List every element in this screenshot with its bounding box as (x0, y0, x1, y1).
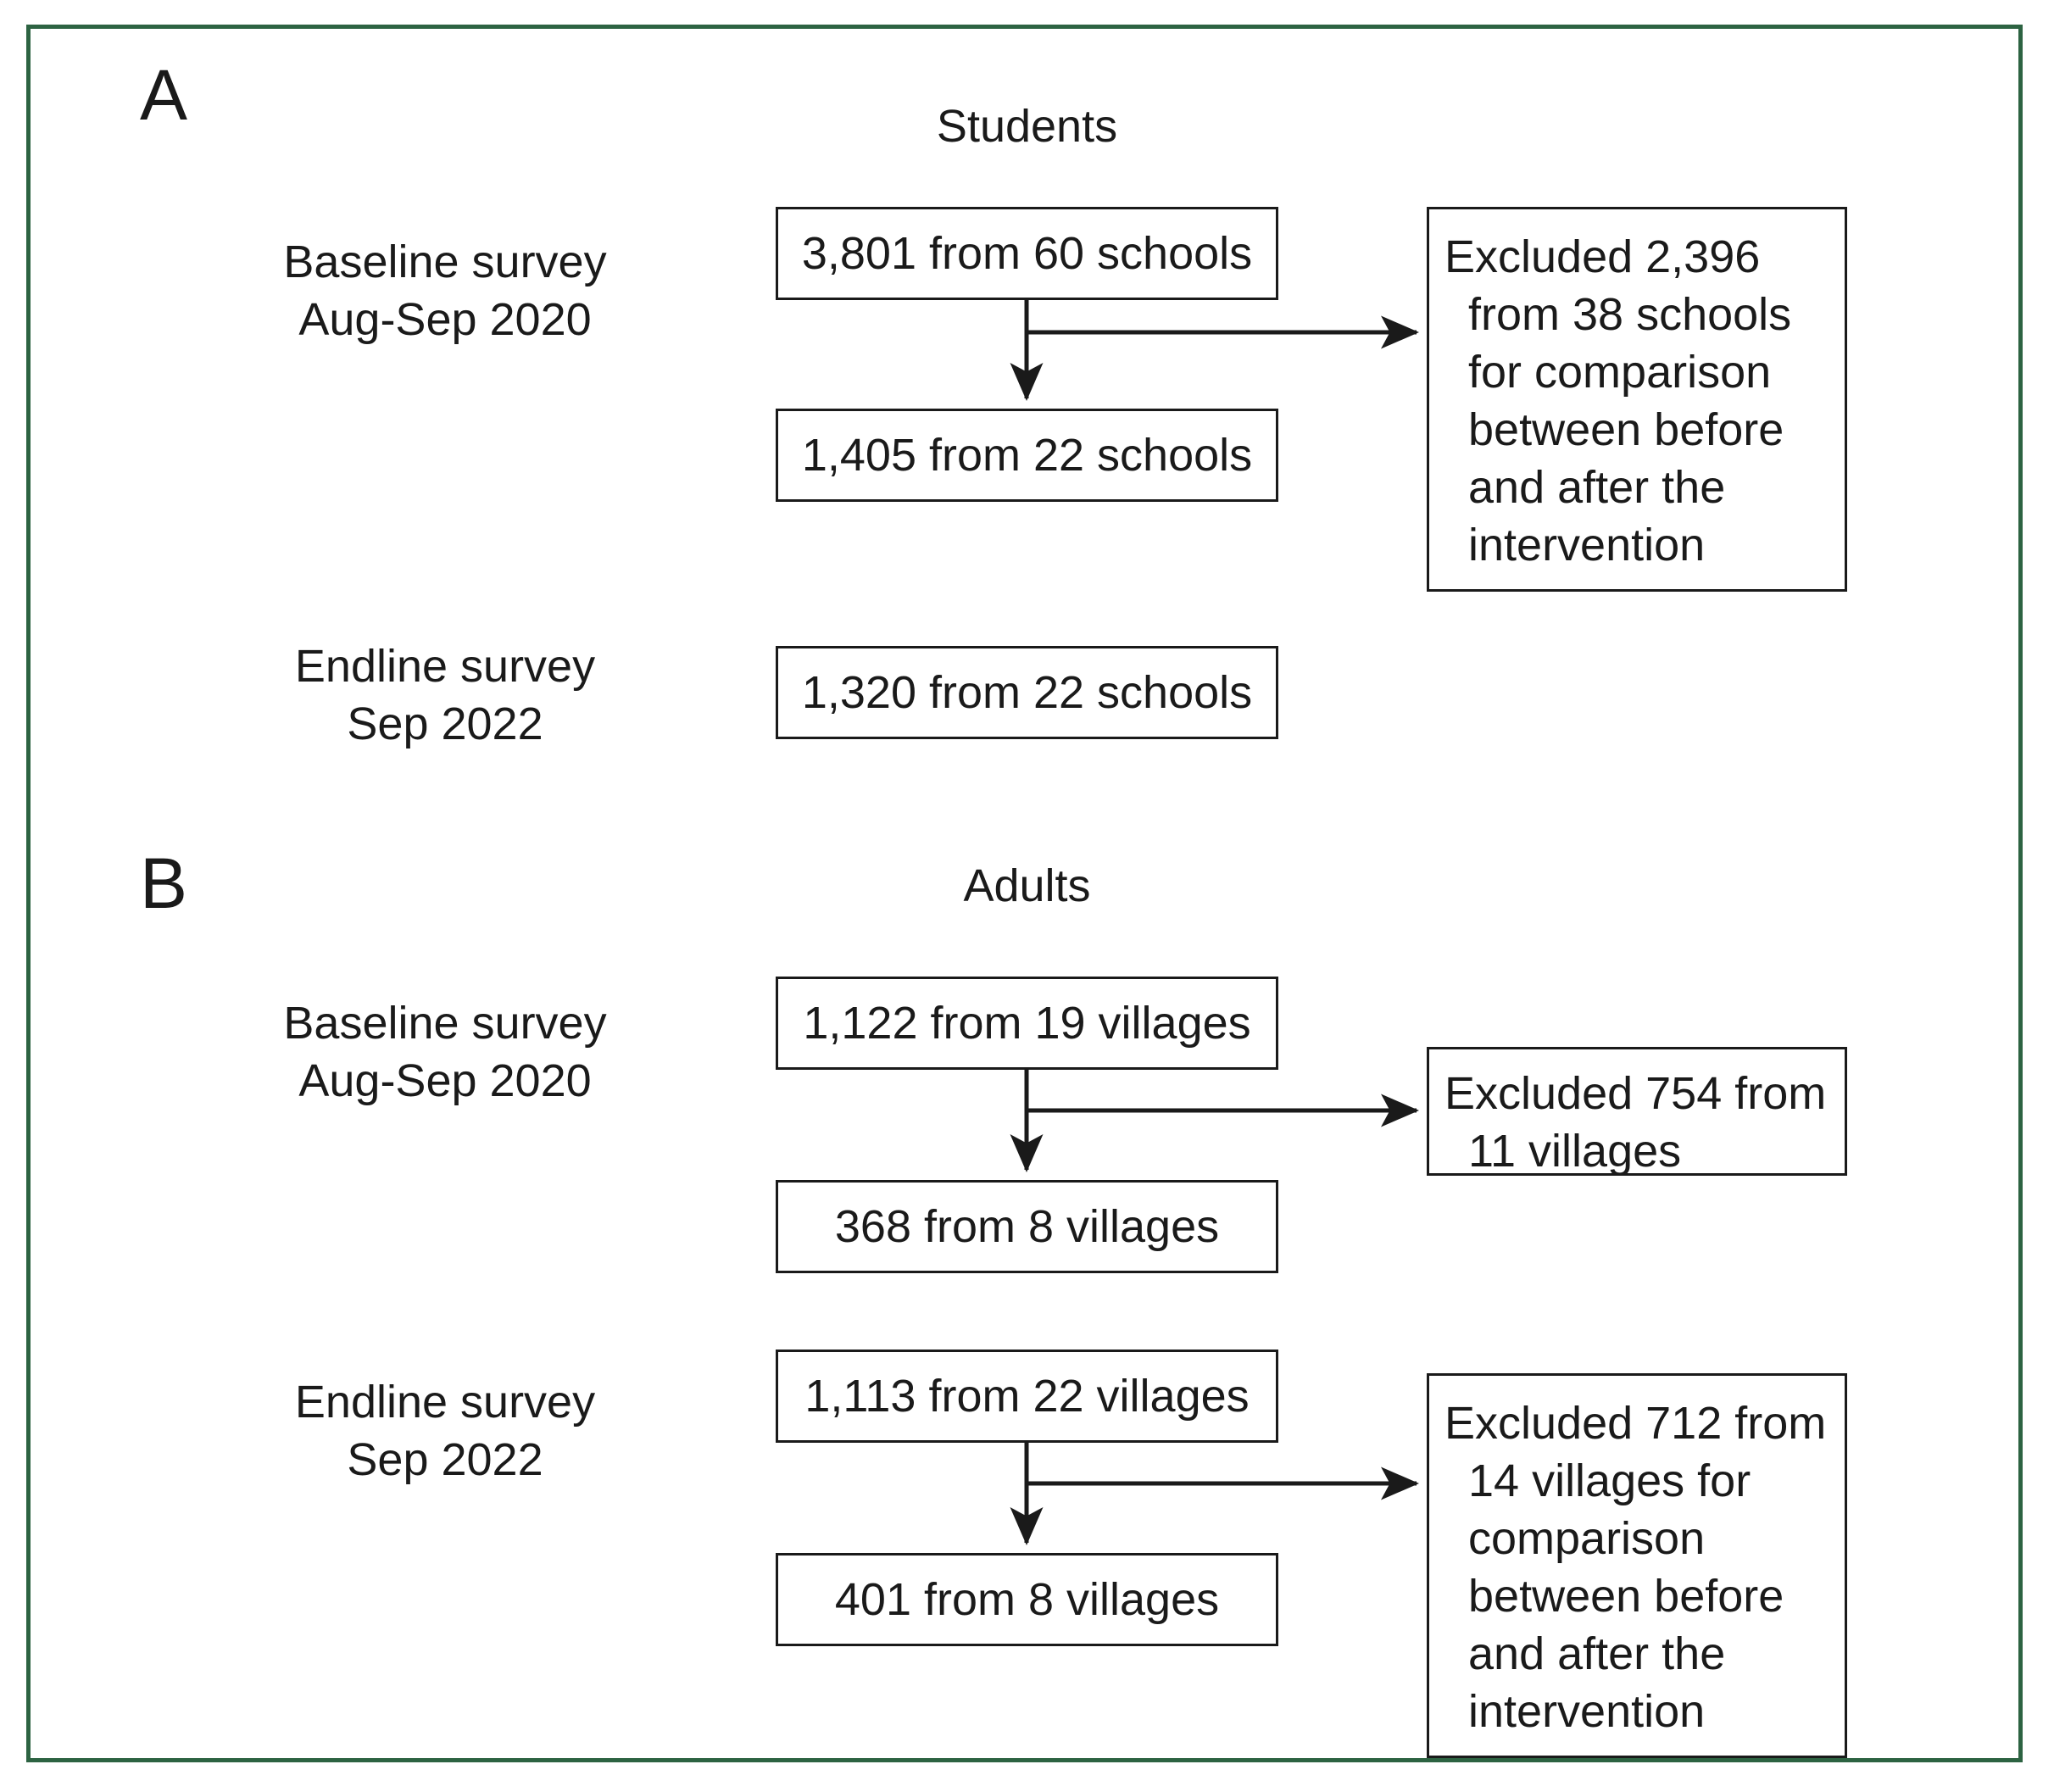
box-adults-baseline-retained: 368 from 8 villages (776, 1180, 1278, 1273)
group-heading-adults: Adults (963, 860, 1091, 911)
survey-label-line1: Endline survey (294, 641, 596, 692)
box-adults-baseline-excluded: Excluded 754 from 11 villages (1427, 1047, 1847, 1177)
survey-label-line2: Sep 2022 (347, 1434, 543, 1485)
box-adults-baseline-total: 1,122 from 19 villages (776, 977, 1278, 1070)
panel-letter-a: A (140, 55, 188, 135)
box-adults-endline-retained: 401 from 8 villages (776, 1553, 1278, 1646)
survey-label-line1: Baseline survey (283, 998, 607, 1049)
box-students-baseline-retained: 1,405 from 22 schools (776, 409, 1278, 502)
survey-label-line2: Aug-Sep 2020 (298, 1055, 592, 1106)
survey-label-line1: Baseline survey (283, 237, 607, 287)
survey-label-endline-students: Endline survey Sep 2022 (203, 637, 687, 753)
box-students-baseline-total: 3,801 from 60 schools (776, 207, 1278, 300)
box-adults-endline-excluded: Excluded 712 from 14 villages for compar… (1427, 1373, 1847, 1758)
survey-label-endline-adults: Endline survey Sep 2022 (203, 1373, 687, 1489)
survey-label-line2: Aug-Sep 2020 (298, 294, 592, 345)
box-students-endline-total: 1,320 from 22 schools (776, 646, 1278, 739)
survey-label-line1: Endline survey (294, 1377, 596, 1427)
survey-label-line2: Sep 2022 (347, 698, 543, 749)
panel-letter-b: B (140, 843, 188, 923)
group-heading-students: Students (936, 101, 1118, 152)
survey-label-baseline-students: Baseline survey Aug-Sep 2020 (203, 233, 687, 348)
survey-label-baseline-adults: Baseline survey Aug-Sep 2020 (203, 994, 687, 1110)
box-students-baseline-excluded: Excluded 2,396 from 38 schools for compa… (1427, 207, 1847, 592)
box-adults-endline-total: 1,113 from 22 villages (776, 1350, 1278, 1443)
